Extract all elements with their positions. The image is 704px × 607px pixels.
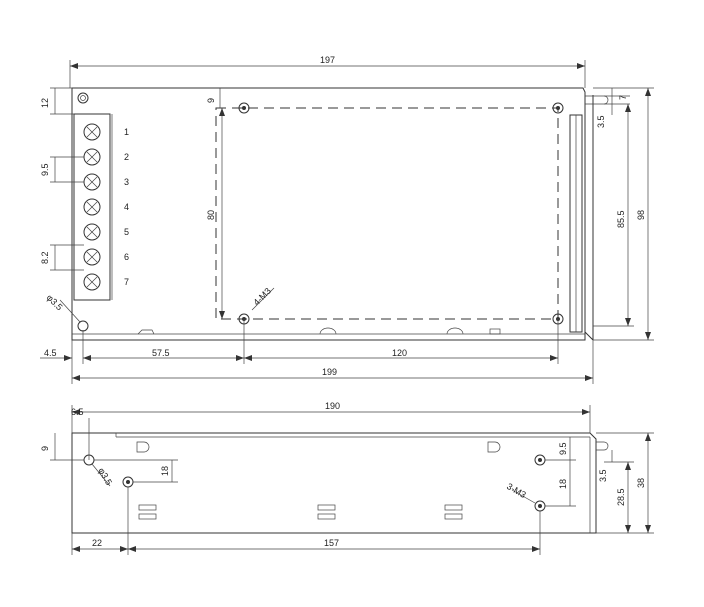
dim-width-base: 199: [322, 367, 337, 377]
dim-right-top: 9.5: [558, 442, 568, 455]
dim-hole-dia: φ3.5: [45, 292, 65, 312]
terminal-label: 7: [124, 277, 129, 287]
top-left-hole: [77, 92, 89, 104]
side-screw-left: [122, 476, 134, 488]
side-view: 190 6.5 9 φ3.5 18 22 157 3-M3 9: [40, 401, 654, 555]
top-view: 1 2 3 4 5 6 7 4-M3 197 12: [40, 55, 654, 384]
terminal-numbers: 1 2 3 4 5 6 7: [124, 127, 129, 287]
terminal-label: 2: [124, 152, 129, 162]
dim-hole-top: 9: [206, 98, 216, 103]
side-view-outline: [71, 432, 597, 534]
dim-pitch-a: 9.5: [40, 163, 50, 176]
terminal-block: [73, 113, 111, 301]
dim-left-offset: 6.5: [71, 407, 84, 417]
terminal-screws: [83, 123, 101, 291]
dim-screw-spacing: 157: [324, 538, 339, 548]
dim-side-slot-depth: 3.5: [598, 469, 608, 482]
side-screw-right-bottom: [534, 500, 546, 512]
bottom-left-hole: [77, 320, 89, 332]
terminal-label: 1: [124, 127, 129, 137]
mounting-outline: [215, 107, 559, 320]
dim-hole-spacing-x: 120: [392, 348, 407, 358]
dim-screw-offset: 22: [92, 538, 102, 548]
dim-pitch-b: 8.2: [40, 251, 50, 264]
dim-hole-spacing-y: 80: [206, 210, 216, 220]
dim-width-overall: 197: [320, 55, 335, 65]
dim-top-margin: 12: [40, 98, 50, 108]
vent-slots: [138, 504, 463, 520]
dim-height-side: 38: [636, 478, 646, 488]
dim-top-offset: 9: [40, 446, 50, 451]
side-mount-holes-label: 3-M3: [505, 481, 528, 500]
mount-holes-label: 4-M3: [251, 286, 273, 308]
terminal-label: 6: [124, 252, 129, 262]
mount-holes: [238, 102, 564, 325]
terminal-label: 3: [124, 177, 129, 187]
dim-hole-offset-x: 57.5: [152, 348, 170, 358]
dim-left-margin: 4.5: [44, 348, 57, 358]
dim-slot-width: 7: [618, 95, 628, 100]
dim-slot-depth: 3.5: [596, 115, 606, 128]
dim-hole-vertical: 18: [160, 466, 170, 476]
dim-height-inner: 85.5: [616, 210, 626, 228]
terminal-label: 5: [124, 227, 129, 237]
dim-length: 190: [325, 401, 340, 411]
dim-height-overall: 98: [636, 210, 646, 220]
dim-side-hole-dia: φ3.5: [96, 466, 114, 487]
dim-right-spacing: 18: [558, 479, 568, 489]
side-screw-right-top: [534, 454, 546, 466]
top-view-outline: [71, 87, 586, 341]
dim-height-inner-side: 28.5: [616, 488, 626, 506]
terminal-label: 4: [124, 202, 129, 212]
